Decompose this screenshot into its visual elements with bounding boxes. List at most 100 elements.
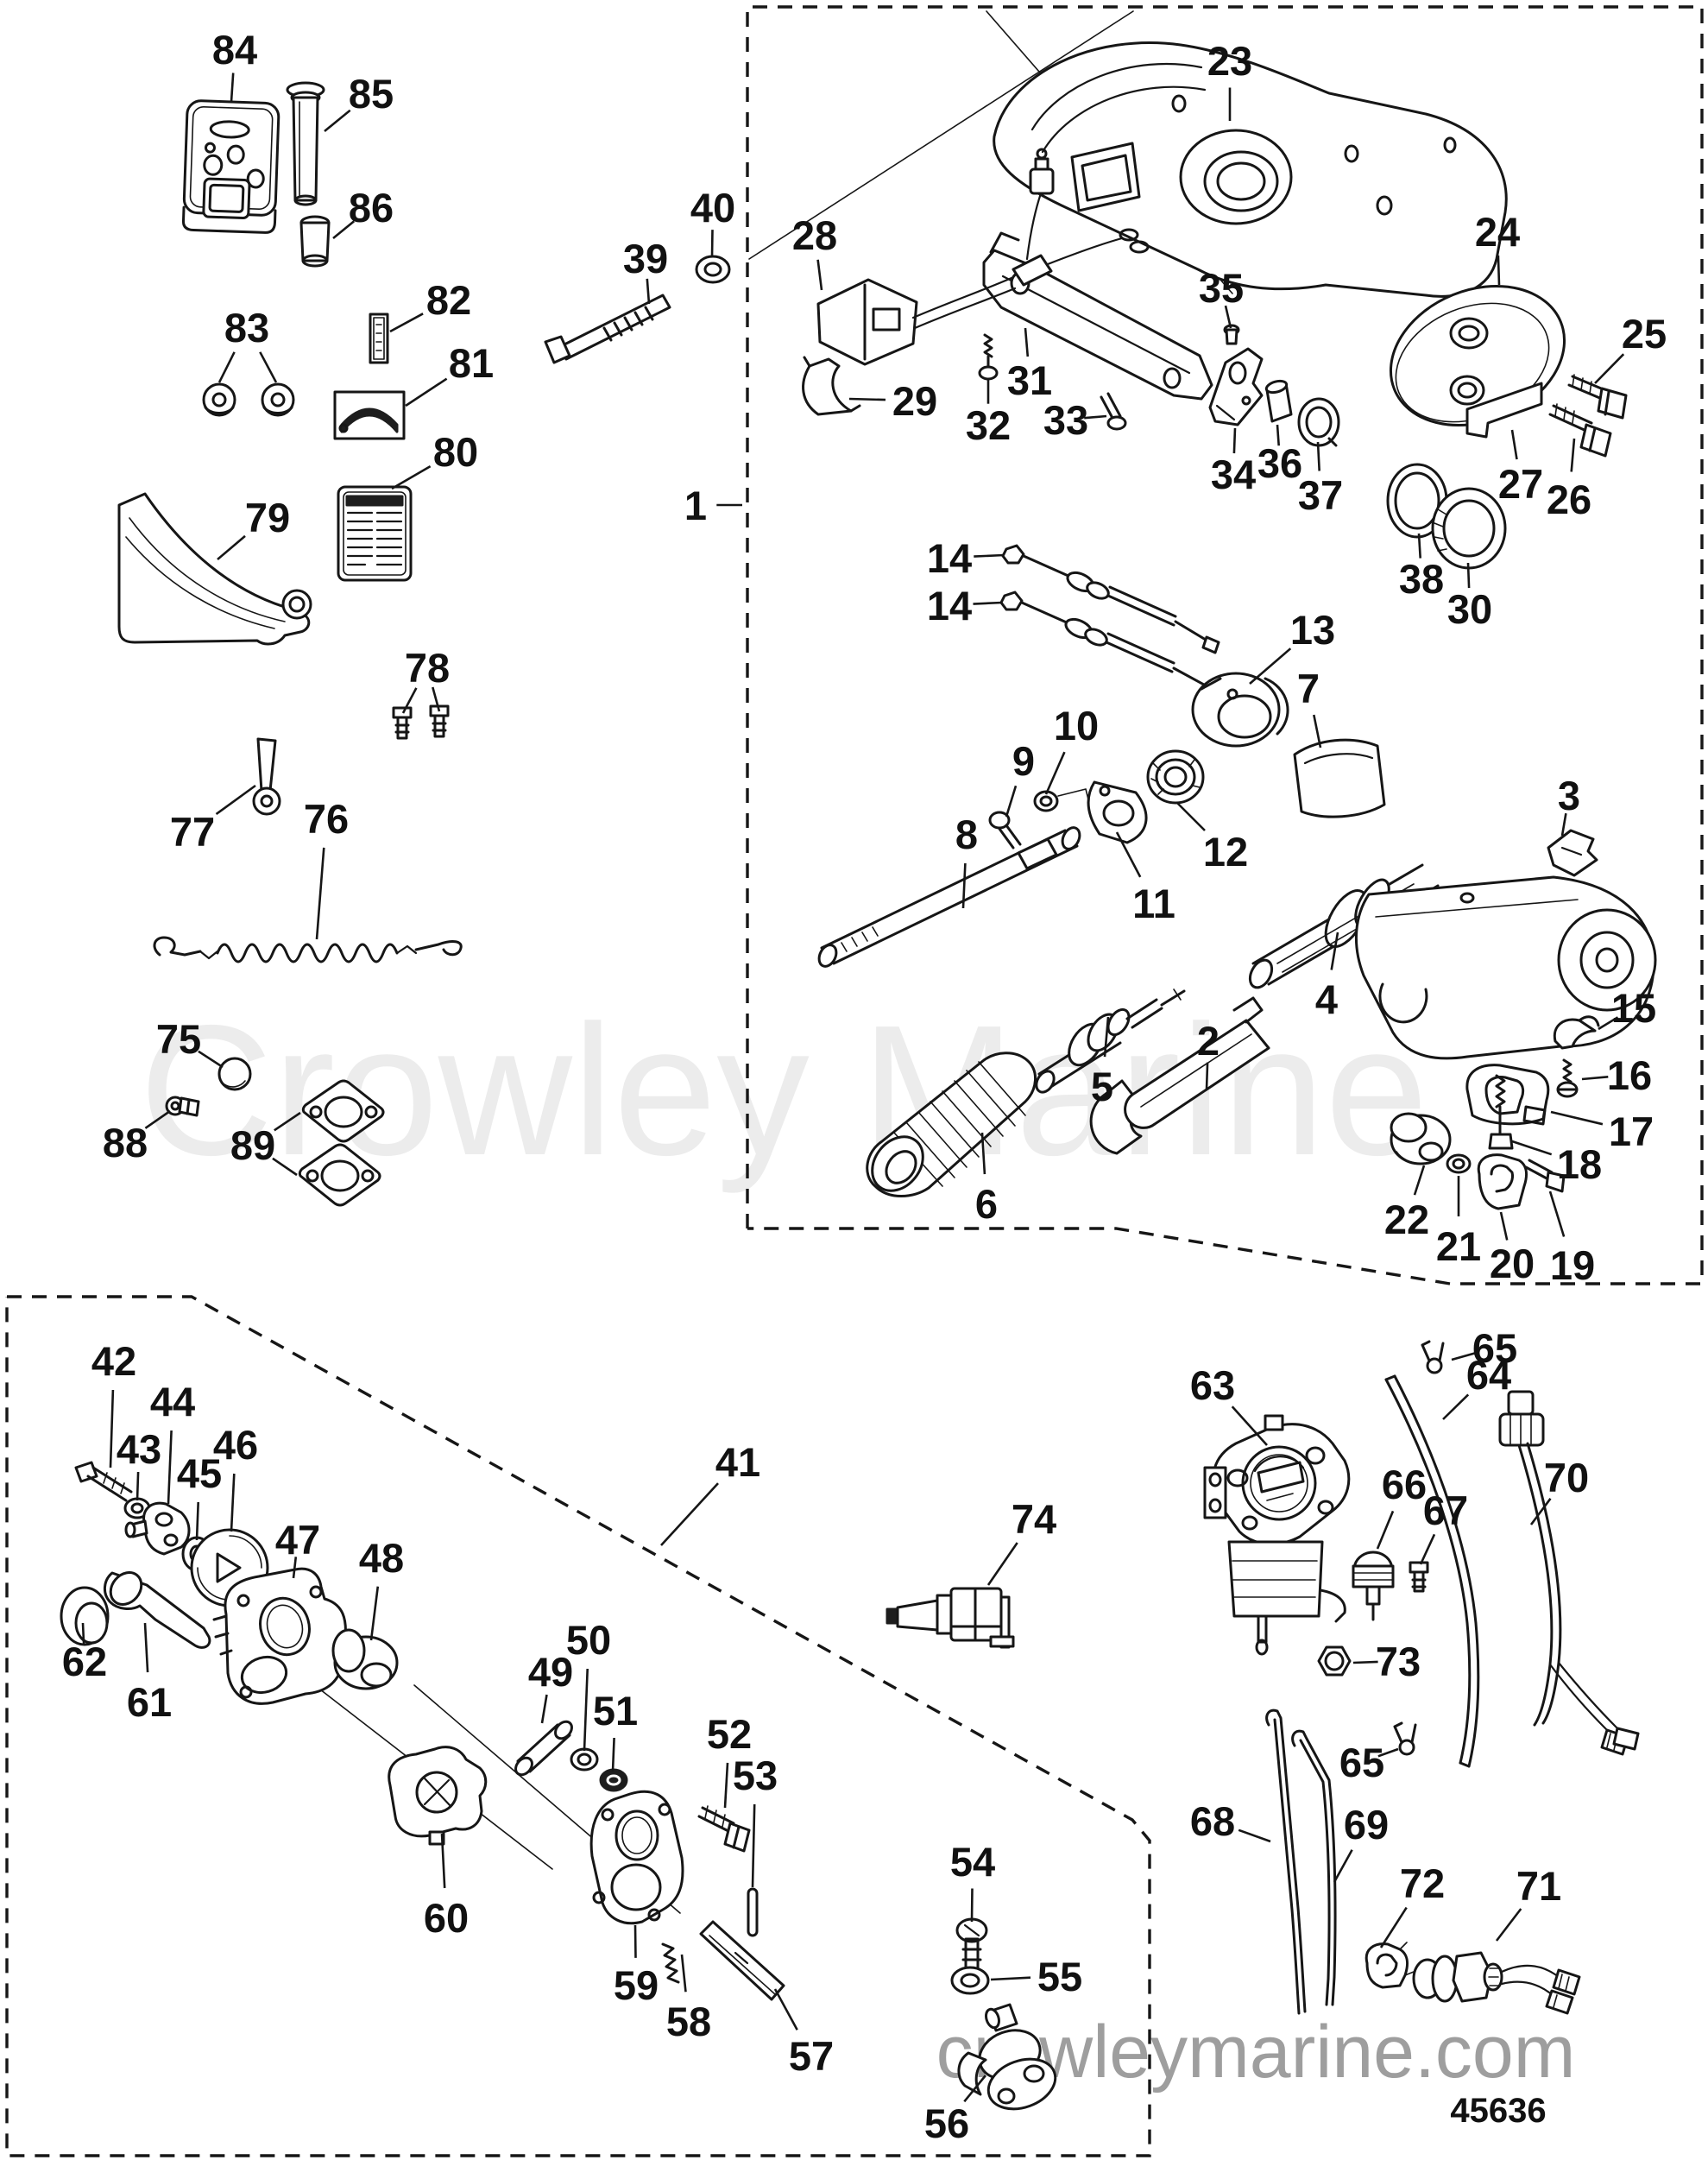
part-57-shift-shaft <box>699 1920 785 2001</box>
leader-line <box>1316 441 1320 471</box>
part-89-gaskets <box>298 1079 385 1207</box>
callout-59: 59 <box>614 1962 659 2008</box>
callout-47: 47 <box>275 1517 320 1563</box>
callout-36: 36 <box>1257 440 1302 486</box>
leader-line <box>583 1668 589 1752</box>
leader-line <box>324 109 351 133</box>
callout-9: 9 <box>1012 738 1035 784</box>
part-68-rod <box>1265 1708 1307 2015</box>
leader-line <box>1594 353 1625 384</box>
part-6-grip <box>866 1052 1037 1197</box>
part-39-bolt <box>544 294 671 364</box>
callout-5: 5 <box>1091 1064 1113 1109</box>
part-40-washer <box>695 255 731 284</box>
leader-line <box>980 1132 986 1175</box>
callout-69: 69 <box>1344 1802 1389 1847</box>
callout-88: 88 <box>103 1120 148 1165</box>
part-13-retainer <box>1191 672 1289 748</box>
leader-line <box>990 1976 1031 1981</box>
part-69-rod <box>1291 1729 1337 2006</box>
callout-23: 23 <box>1207 38 1252 84</box>
callout-34: 34 <box>1211 452 1256 497</box>
part-49-pin <box>514 1720 573 1777</box>
callout-68: 68 <box>1190 1798 1235 1844</box>
callout-54: 54 <box>950 1839 995 1885</box>
part-65-clips <box>1393 1340 1445 1756</box>
leader-line <box>751 1803 756 1888</box>
leader-line <box>1442 1393 1470 1420</box>
part-79-cam-bracket <box>117 492 312 646</box>
part-86-cap <box>299 215 331 268</box>
callout-83: 83 <box>224 305 269 351</box>
callout-58: 58 <box>666 1999 711 2044</box>
leader-line <box>1352 1660 1378 1664</box>
leader-line <box>1560 812 1567 837</box>
part-83-grommets <box>202 382 295 417</box>
callout-80: 80 <box>433 429 478 475</box>
leader-line <box>1413 1165 1426 1196</box>
leader-line <box>405 377 448 407</box>
part-37-ring <box>1297 397 1340 447</box>
leader-line <box>369 1586 380 1641</box>
part-64-fuel-line <box>1384 1374 1480 1768</box>
part-22-bushing <box>1390 1112 1452 1165</box>
callout-30: 30 <box>1447 586 1492 632</box>
part-60-cam-block <box>388 1746 488 1846</box>
callout-73: 73 <box>1376 1639 1421 1684</box>
bottom-assembly-box <box>5 1295 1151 2157</box>
callout-14: 14 <box>927 583 972 628</box>
part-36-pin <box>1264 379 1293 423</box>
leader-line <box>1377 1747 1399 1758</box>
leader-line <box>272 1157 298 1177</box>
part-27-tab <box>1465 382 1543 439</box>
callout-28: 28 <box>792 212 837 258</box>
callout-13: 13 <box>1290 607 1335 653</box>
callout-44: 44 <box>150 1379 195 1424</box>
leader-line <box>391 464 432 490</box>
leader-line <box>389 313 424 333</box>
callout-64: 64 <box>1466 1352 1511 1398</box>
leader-line <box>136 1471 140 1501</box>
callout-10: 10 <box>1054 703 1099 748</box>
leader-line <box>723 1762 729 1809</box>
part-20-clamp <box>1477 1153 1528 1210</box>
callout-63: 63 <box>1190 1362 1235 1408</box>
leader-line <box>401 687 418 714</box>
callout-74: 74 <box>1012 1496 1056 1542</box>
leader-line <box>292 1557 298 1579</box>
callout-65: 65 <box>1472 1325 1517 1371</box>
callout-60: 60 <box>424 1895 469 1941</box>
part-66-primer-bulb <box>1352 1551 1395 1621</box>
leader-line <box>167 1430 173 1505</box>
callout-52: 52 <box>707 1711 752 1757</box>
callout-16: 16 <box>1607 1052 1652 1098</box>
leader-line <box>1115 831 1142 878</box>
leader-line <box>1176 802 1206 831</box>
part-88-fitting <box>165 1096 200 1117</box>
leader-line <box>961 862 967 909</box>
leader-line <box>81 1622 85 1645</box>
part-32-screw <box>978 333 999 381</box>
callout-48: 48 <box>359 1535 404 1581</box>
part-56-shift-cam <box>957 2003 1057 2111</box>
leader-line <box>970 1888 974 1923</box>
callout-22: 22 <box>1384 1197 1429 1242</box>
callout-12: 12 <box>1203 829 1248 875</box>
leader-line <box>1276 424 1280 446</box>
part-28-stop-switch <box>816 148 1150 366</box>
callout-17: 17 <box>1609 1108 1654 1154</box>
callout-18: 18 <box>1557 1141 1602 1187</box>
leader-line <box>1529 1498 1552 1525</box>
part-7-half-shell <box>1293 738 1386 818</box>
leader-line <box>432 686 441 712</box>
leader-line <box>195 1501 199 1541</box>
part-48-bushing <box>331 1628 399 1690</box>
leader-line <box>230 1473 236 1532</box>
callout-20: 20 <box>1490 1241 1535 1286</box>
callout-84: 84 <box>212 27 257 73</box>
callout-6: 6 <box>975 1181 998 1227</box>
callout-72: 72 <box>1400 1860 1445 1906</box>
part-26-bolt <box>1548 403 1612 458</box>
callout-45: 45 <box>177 1450 222 1496</box>
